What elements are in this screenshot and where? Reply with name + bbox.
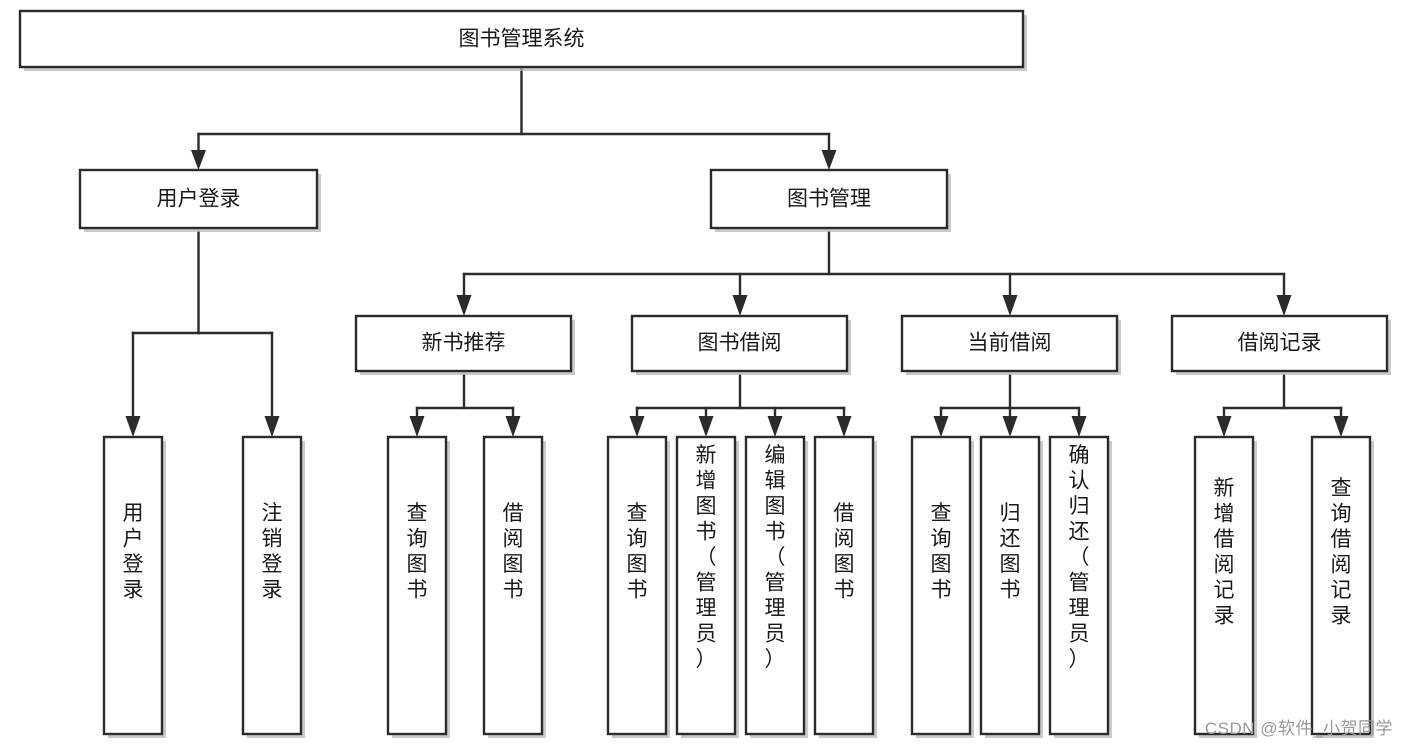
leaf-query-book-3-label: 查询图书 [931,502,952,602]
arrow-to-leaf-return-book [1002,416,1018,437]
node-leaf-user-login[interactable]: 用户登录 [102,435,166,738]
book-borrow-label: 图书借阅 [698,332,782,355]
node-leaf-query-book-1[interactable]: 查询图书 [386,435,450,738]
leaf-edit-book-box[interactable] [744,435,806,736]
arrow-to-leaf-borrow-book-1 [505,416,521,437]
connector-layer [125,65,1349,437]
new-book-recommend-box[interactable] [354,314,573,373]
node-user-login[interactable]: 用户登录 [78,168,321,232]
leaf-query-book-1-box[interactable] [386,435,448,736]
leaf-return-book-label: 归还图书 [1000,502,1021,602]
user-login-box[interactable] [78,168,319,230]
arrow-to-leaf-add-book [698,416,714,437]
book-manage-box[interactable] [709,168,949,230]
arrow-to-leaf-query-book-3 [933,416,949,437]
leaf-confirm-return-label: 确认归还（管理员） [1069,444,1090,671]
node-leaf-query-book-2[interactable]: 查询图书 [606,435,670,738]
leaf-add-record-box[interactable] [1193,435,1255,736]
leaf-borrow-book-1-label: 借阅图书 [503,502,524,602]
node-leaf-borrow-book-2[interactable]: 借阅图书 [813,435,877,738]
root-label: 图书管理系统 [459,28,585,51]
node-leaf-query-book-3[interactable]: 查询图书 [910,435,974,738]
current-borrow-box[interactable] [900,314,1119,373]
arrow-to-leaf-edit-book [767,416,783,437]
node-current-borrow[interactable]: 当前借阅 [900,314,1121,375]
arrow-to-book-borrow [732,295,748,316]
leaf-logout-label: 注销登录 [262,502,283,602]
node-leaf-borrow-book-1[interactable]: 借阅图书 [482,435,546,738]
node-leaf-add-record[interactable]: 新增借阅记录 [1193,435,1257,738]
book-manage-label: 图书管理 [787,188,871,211]
node-book-manage[interactable]: 图书管理 [709,168,951,232]
leaf-borrow-book-1-box[interactable] [482,435,544,736]
node-new-book-recommend[interactable]: 新书推荐 [354,314,575,375]
leaf-user-login-label: 用户登录 [123,502,144,602]
leaf-query-book-1-label: 查询图书 [407,502,428,602]
arrow-to-leaf-confirm-return [1071,416,1087,437]
node-leaf-edit-book[interactable]: 编辑图书（管理员） [744,435,808,738]
leaf-query-record-box[interactable] [1310,435,1372,736]
leaf-borrow-book-2-label: 借阅图书 [834,502,855,602]
arrow-to-current-borrow [1002,295,1018,316]
book-borrow-box[interactable] [630,314,849,373]
arrow-to-new-book-recommend [456,295,472,316]
leaf-query-book-2-box[interactable] [606,435,668,736]
leaf-query-book-3-box[interactable] [910,435,972,736]
new-book-recommend-label: 新书推荐 [422,332,506,355]
node-leaf-add-book[interactable]: 新增图书（管理员） [675,435,739,738]
leaf-return-book-box[interactable] [979,435,1041,736]
arrow-to-leaf-query-book-2 [629,416,645,437]
arrow-to-leaf-borrow-book-2 [836,416,852,437]
leaf-user-login-box[interactable] [102,435,164,736]
leaf-edit-book-label: 编辑图书（管理员） [765,444,786,671]
leaf-query-record-label: 查询借阅记录 [1331,477,1352,628]
arrow-to-leaf-query-record [1333,416,1349,437]
borrow-record-label: 借阅记录 [1238,332,1322,355]
arrow-to-user-login [191,150,206,170]
leaf-borrow-book-2-box[interactable] [813,435,875,736]
node-book-borrow[interactable]: 图书借阅 [630,314,851,375]
leaf-logout-box[interactable] [241,435,303,736]
user-login-label: 用户登录 [157,188,241,211]
node-root[interactable]: 图书管理系统 [18,9,1027,71]
node-leaf-query-record[interactable]: 查询借阅记录 [1310,435,1374,738]
borrow-record-box[interactable] [1170,314,1389,373]
csdn-watermark: CSDN @软件_小贺同学 [1204,719,1393,738]
arrow-to-leaf-query-book-1 [409,416,425,437]
node-leaf-logout[interactable]: 注销登录 [241,435,305,738]
leaf-add-book-label: 新增图书（管理员） [696,444,717,671]
node-leaf-confirm-return[interactable]: 确认归还（管理员） [1048,435,1112,738]
current-borrow-label: 当前借阅 [968,332,1052,355]
node-leaf-return-book[interactable]: 归还图书 [979,435,1043,738]
leaf-add-book-box[interactable] [675,435,737,736]
leaf-add-record-label: 新增借阅记录 [1214,477,1235,628]
arrow-to-book-manage [821,150,837,170]
leaf-confirm-return-box[interactable] [1048,435,1110,736]
arrow-to-leaf-logout [264,416,280,437]
root-box[interactable] [18,9,1025,69]
leaf-nodes-layer: 用户登录 注销登录 查询图书 借阅图书 查询图书 [102,435,1374,738]
arrow-to-borrow-record [1276,295,1292,316]
arrow-to-leaf-add-record [1216,416,1232,437]
arrow-to-leaf-user-login [125,416,141,437]
leaf-query-book-2-label: 查询图书 [627,502,648,602]
node-borrow-record[interactable]: 借阅记录 [1170,314,1391,375]
